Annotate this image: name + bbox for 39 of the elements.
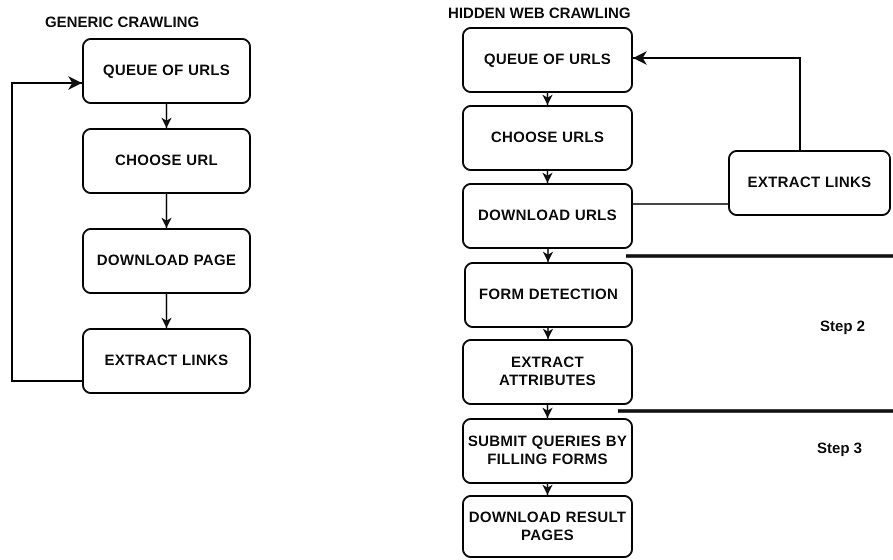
arrow — [11, 76, 82, 382]
arrow — [542, 405, 553, 418]
arrow — [542, 171, 553, 183]
section-heading: GENERIC CRAWLING — [45, 14, 200, 31]
process-box — [462, 495, 633, 558]
box-label: QUEUE OF URLS — [102, 62, 230, 80]
box-label: EXTRACT LINKS — [104, 352, 228, 370]
box-label: EXTRACT ATTRIBUTES — [498, 354, 597, 390]
box-label: SUBMIT QUERIES BY FILLING FORMS — [466, 433, 628, 469]
process-box — [82, 328, 251, 394]
process-box — [462, 418, 633, 484]
arrow — [542, 93, 553, 105]
step-label: Step 3 — [817, 440, 862, 457]
process-box — [82, 128, 251, 194]
box-label: EXTRACT LINKS — [748, 174, 872, 192]
step-label: Step 2 — [820, 318, 866, 335]
box-label: DOWNLOAD URLS — [478, 207, 617, 225]
arrow — [161, 294, 172, 328]
box-label: CHOOSE URLS — [490, 129, 604, 147]
process-box — [82, 38, 251, 104]
process-box — [728, 150, 891, 216]
arrow — [161, 104, 172, 128]
box-label: DOWNLOAD RESULT PAGES — [468, 508, 628, 544]
arrow — [542, 484, 553, 495]
process-box — [464, 262, 633, 328]
box-label: FORM DETECTION — [478, 286, 618, 304]
process-box — [462, 339, 633, 405]
arrow — [542, 249, 554, 262]
process-box — [462, 27, 633, 93]
process-box — [462, 105, 633, 171]
box-label: DOWNLOAD PAGE — [96, 252, 236, 270]
process-box — [82, 228, 251, 294]
arrow — [542, 328, 554, 339]
arrow — [161, 194, 172, 228]
box-label: CHOOSE URL — [114, 152, 218, 170]
box-label: QUEUE OF URLS — [484, 51, 612, 69]
process-box — [462, 183, 633, 249]
arrow — [633, 51, 801, 150]
section-heading: HIDDEN WEB CRAWLING — [448, 5, 630, 22]
